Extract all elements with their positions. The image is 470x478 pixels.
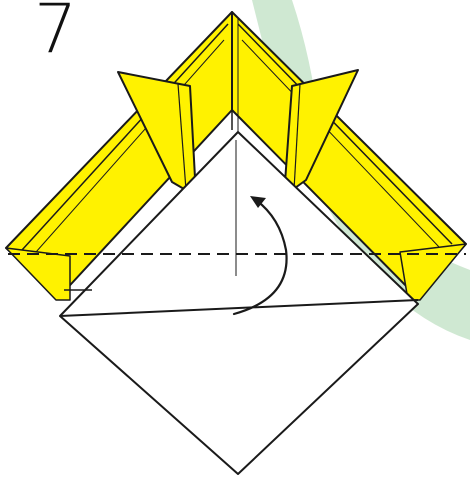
yellow-lower-band-left	[6, 248, 70, 300]
step-number: 7	[34, 0, 77, 64]
